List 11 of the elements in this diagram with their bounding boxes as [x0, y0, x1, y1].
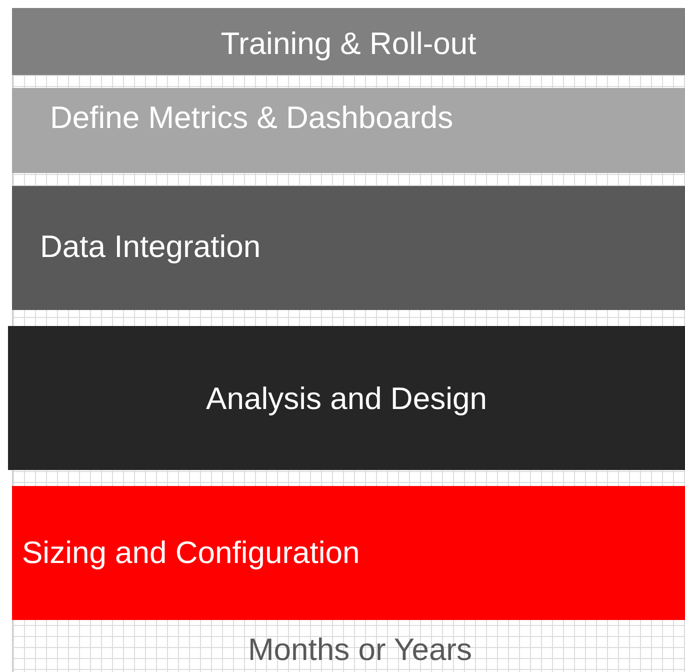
axis-label: Months or Years — [248, 632, 472, 668]
phase-label: Training & Roll-out — [220, 26, 476, 62]
phase-band — [12, 8, 685, 75]
phase-band — [12, 486, 685, 620]
phase-band — [12, 186, 685, 310]
phase-band — [12, 88, 685, 173]
phase-label: Analysis and Design — [206, 381, 487, 417]
phase-label: Sizing and Configuration — [22, 535, 360, 571]
phase-label: Define Metrics & Dashboards — [50, 100, 454, 136]
phase-band — [8, 326, 685, 470]
phase-label: Data Integration — [40, 229, 261, 265]
